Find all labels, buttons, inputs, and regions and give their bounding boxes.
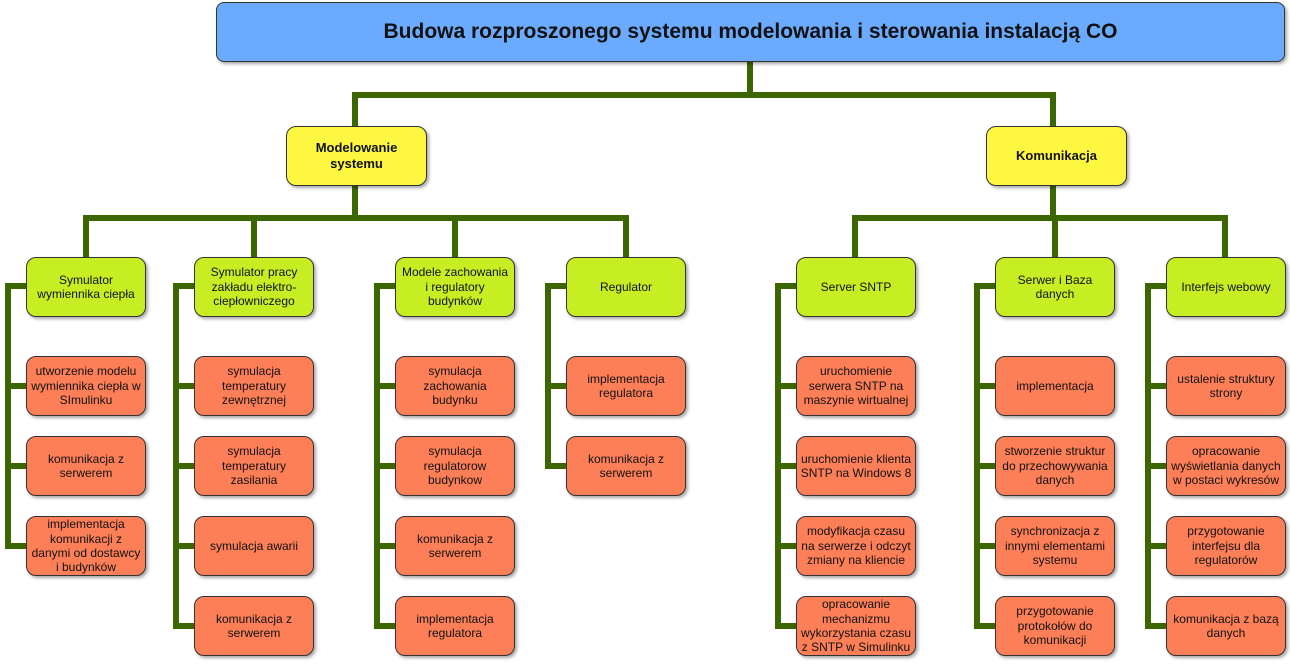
module-symulator-zakladu: Symulator pracy zakładu elektro-ciepłown… — [194, 257, 314, 317]
task-item: komunikacja z serwerem — [194, 596, 314, 656]
task-item: ustalenie struktury strony — [1166, 356, 1286, 416]
task-item: opracowanie mechanizmu wykorzystania cza… — [796, 596, 916, 656]
task-item: stworzenie struktur do przechowywania da… — [995, 436, 1115, 496]
module-serwer-baza-danych: Serwer i Baza danych — [995, 257, 1115, 317]
task-item: komunikacja z bazą danych — [1166, 596, 1286, 656]
task-item: opracowanie wyświetlania danych w postac… — [1166, 436, 1286, 496]
task-item: komunikacja z serwerem — [566, 436, 686, 496]
task-item: implementacja komunikacji z danymi od do… — [26, 516, 146, 576]
task-item: utworzenie modelu wymiennika ciepła w SI… — [26, 356, 146, 416]
task-item: symulacja temperatury zasilania — [194, 436, 314, 496]
connector-line — [974, 283, 995, 629]
root-title-box: Budowa rozproszonego systemu modelowania… — [216, 2, 1285, 62]
task-item: przygotowanie protokołów do komunikacji — [995, 596, 1115, 656]
connector-line — [374, 283, 395, 629]
task-item: synchronizacja z innymi elementami syste… — [995, 516, 1115, 576]
task-item: uruchomienie klienta SNTP na Windows 8 — [796, 436, 916, 496]
category-modelowanie-systemu: Modelowanie systemu — [286, 126, 427, 186]
connector-line — [852, 215, 1228, 257]
task-item: komunikacja z serwerem — [26, 436, 146, 496]
module-regulator: Regulator — [566, 257, 686, 317]
module-symulator-wymiennika: Symulator wymiennika ciepła — [26, 257, 146, 317]
task-item: modyfikacja czasu na serwerze i odczyt z… — [796, 516, 916, 576]
task-item: symulacja regulatorow budynkow — [395, 436, 515, 496]
connector-line — [1145, 283, 1166, 629]
task-item: implementacja — [995, 356, 1115, 416]
connector-line — [173, 283, 194, 629]
connector-line — [83, 215, 629, 257]
task-item: uruchomienie serwera SNTP na maszynie wi… — [796, 356, 916, 416]
task-item: implementacja regulatora — [395, 596, 515, 656]
module-interfejs-webowy: Interfejs webowy — [1166, 257, 1286, 317]
task-item: komunikacja z serwerem — [395, 516, 515, 576]
module-server-sntp: Server SNTP — [796, 257, 916, 317]
task-item: implementacja regulatora — [566, 356, 686, 416]
task-item: symulacja awarii — [194, 516, 314, 576]
task-item: przygotowanie interfejsu dla regulatorów — [1166, 516, 1286, 576]
connector-line — [352, 92, 1056, 126]
connector-line — [545, 283, 566, 469]
category-komunikacja: Komunikacja — [986, 126, 1127, 186]
task-item: symulacja zachowania budynku — [395, 356, 515, 416]
module-modele-budynkow: Modele zachowania i regulatory budynków — [395, 257, 515, 317]
task-item: symulacja temperatury zewnętrznej — [194, 356, 314, 416]
connector-line — [775, 283, 796, 629]
connector-line — [5, 283, 26, 549]
